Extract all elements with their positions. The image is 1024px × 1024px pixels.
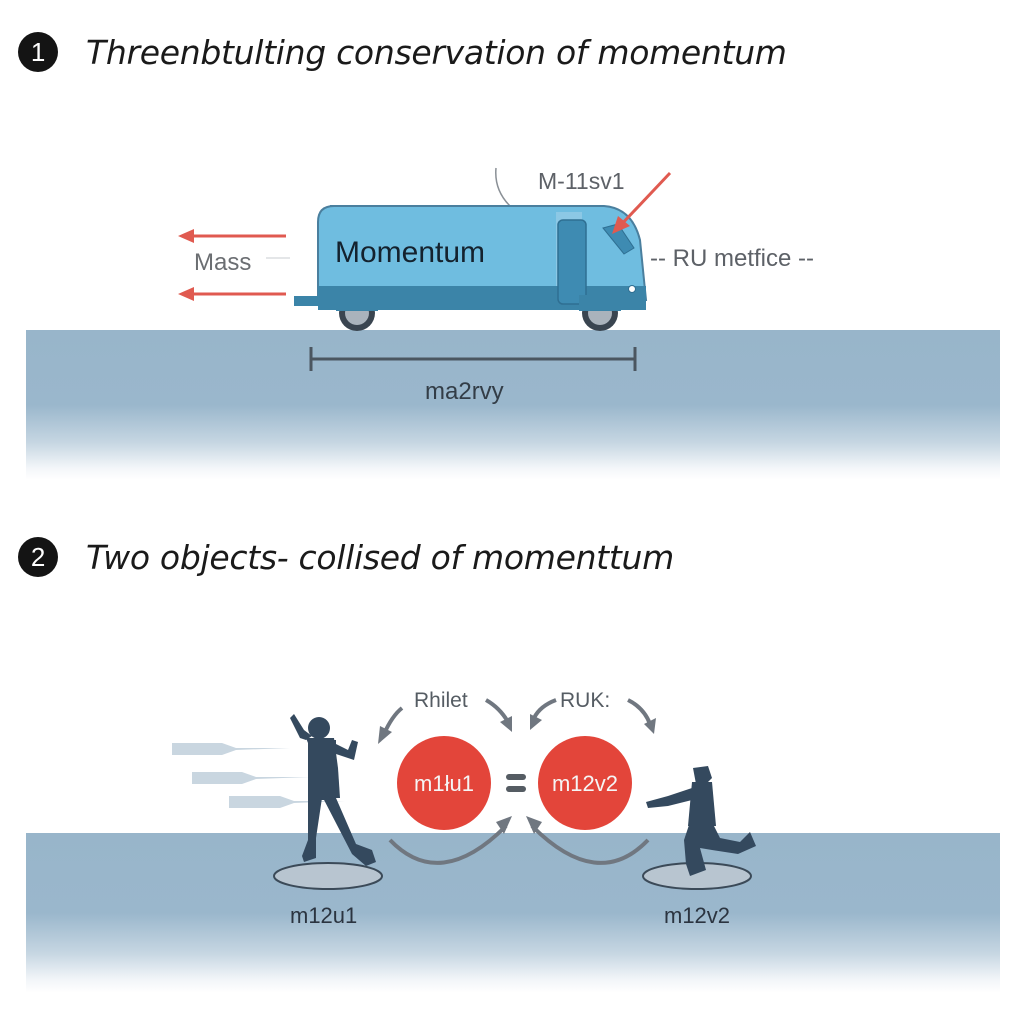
arc-arrowheads-bottom <box>496 816 542 834</box>
left-arc-label: Rhilet <box>414 689 468 712</box>
section-2-title-text: Two objects- collised of momenttum <box>86 537 674 577</box>
mass-arrow-top <box>178 229 286 243</box>
left-momentum-circle <box>397 736 491 830</box>
arc-arrows-bottom <box>388 824 650 865</box>
speed-lines-icon <box>172 743 345 808</box>
ground-plane-2 <box>26 833 1000 993</box>
equals-icon <box>506 774 526 792</box>
vehicle-icon <box>294 205 648 331</box>
left-figure-label: m12u1 <box>290 903 358 928</box>
span-bracket <box>309 347 637 371</box>
span-label: ma2rvy <box>425 378 504 405</box>
left-circle-label: m1łu1 <box>414 771 474 796</box>
right-circle-label: m12v2 <box>551 771 619 796</box>
step-2-badge: 2 <box>18 537 58 577</box>
right-person-silhouette-icon <box>646 766 756 876</box>
collision-diagram <box>172 698 756 890</box>
mass-arrow-bottom <box>178 287 286 301</box>
vehicle-window <box>602 223 635 255</box>
top-label-leader-line <box>495 167 511 207</box>
left-person-silhouette-icon <box>290 714 376 866</box>
right-figure-label: m12v2 <box>664 903 731 928</box>
ground-plane-1 <box>26 330 1000 480</box>
section-2-title: 2 Two objects- collised of momenttum <box>18 537 674 577</box>
left-figure-shadow <box>273 862 383 890</box>
section-1-title: 1 Threenbtulting conservation of momentu… <box>18 32 787 72</box>
wheel-left <box>336 295 378 331</box>
vehicle-label: Momentum <box>335 236 486 269</box>
wheel-right <box>579 295 621 331</box>
vehicle-diagram <box>178 167 672 371</box>
step-1-badge: 1 <box>18 32 58 72</box>
pointer-arrow <box>612 171 672 234</box>
arc-arrowheads-top <box>378 714 656 744</box>
right-momentum-circle <box>538 736 632 830</box>
right-callout-label: -- RU metfice -- <box>650 245 814 272</box>
right-arc-label: RUK: <box>560 689 611 712</box>
section-1-title-text: Threenbtulting conservation of momentum <box>86 32 787 72</box>
top-callout-label: M-11sv1 <box>538 168 625 194</box>
vehicle-door <box>557 219 587 305</box>
mass-label: Mass <box>194 249 252 276</box>
vehicle-light <box>628 285 636 293</box>
